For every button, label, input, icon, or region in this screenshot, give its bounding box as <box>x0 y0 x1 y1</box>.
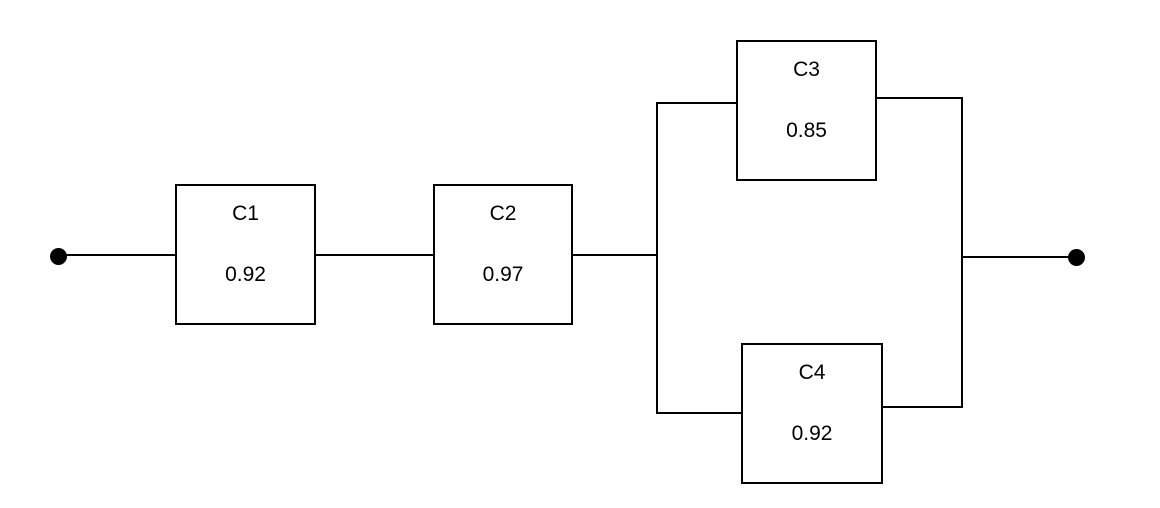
connector-c3-to-join <box>876 97 963 99</box>
connector-split-to-c3 <box>656 102 737 104</box>
component-box-c2: C2 0.97 <box>433 184 573 325</box>
parallel-split-bar <box>656 102 658 414</box>
connector-split-to-c4 <box>656 412 742 414</box>
component-box-c1: C1 0.92 <box>175 184 316 325</box>
component-box-c4: C4 0.92 <box>741 343 883 484</box>
component-label: C2 <box>489 202 517 225</box>
component-box-c3: C3 0.85 <box>736 40 877 181</box>
component-label: C3 <box>793 58 820 81</box>
connector-c1-to-c2 <box>315 254 434 256</box>
connector-join-to-end <box>961 256 1077 258</box>
connector-c4-to-join <box>882 406 963 408</box>
component-label: C1 <box>232 202 259 225</box>
parallel-join-bar <box>961 97 963 408</box>
component-reliability-value: 0.92 <box>791 422 833 445</box>
end-terminal-dot <box>1068 249 1085 266</box>
connector-start-to-c1 <box>58 254 176 256</box>
component-label: C4 <box>798 361 826 384</box>
component-reliability-value: 0.85 <box>786 119 827 142</box>
connector-c2-to-split <box>572 254 658 256</box>
component-reliability-value: 0.92 <box>225 263 266 286</box>
component-reliability-value: 0.97 <box>482 263 524 286</box>
start-terminal-dot <box>50 248 67 265</box>
